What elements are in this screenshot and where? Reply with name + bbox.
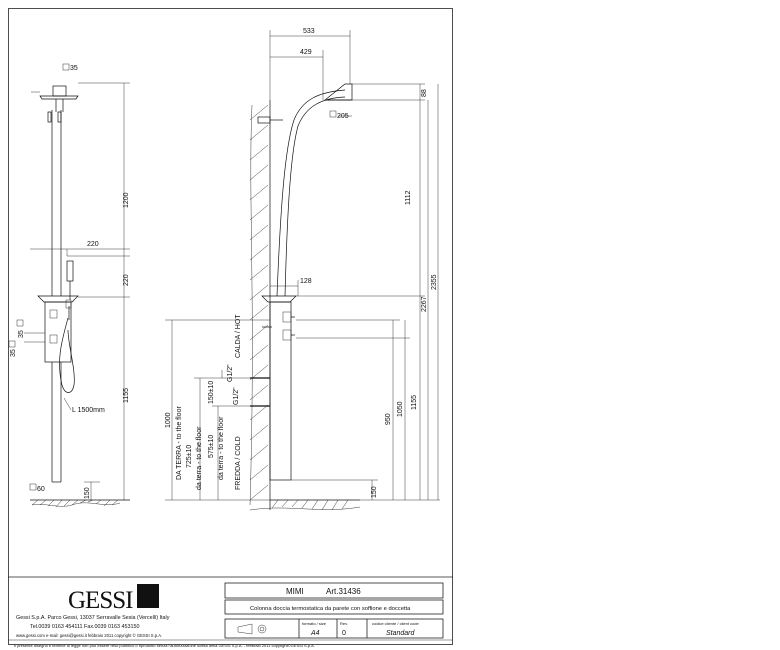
front-mixer-body — [37, 295, 79, 303]
front-handshower — [66, 260, 74, 282]
dim-front-35-b: 35 — [10, 349, 17, 357]
dim-front-35-top: 35 — [70, 65, 78, 72]
label-da-terra-3: da terra - to the floor — [218, 416, 225, 480]
gessi-logo-text: GESSI — [68, 587, 133, 614]
company-line-3: www.gessi.com e-mail: gessi@gessi.it feb… — [16, 633, 162, 638]
side-wall-bracket — [257, 116, 271, 124]
company-line-2: Tel.0039 0163 454111 Fax.0039 0163 45315… — [30, 624, 140, 630]
product-name: MIMI — [286, 587, 304, 596]
product-article: Art.31436 — [326, 587, 361, 596]
dim-side-150-10: 150±10 — [208, 381, 215, 404]
label-fredda-cold: FREDDA / COLD — [235, 436, 242, 490]
dim-front-35-a: 35 — [18, 330, 25, 338]
dim-front-220-width: 220 — [87, 241, 99, 248]
dim-front-1155: 1155 — [123, 388, 130, 403]
side-wall-hatch — [249, 104, 269, 506]
dim-side-2267: 2267 — [421, 296, 428, 312]
format-value: A4 — [310, 630, 320, 637]
dim-side-1000: 1000 — [165, 412, 172, 428]
dim-side-1155: 1155 — [411, 395, 418, 410]
dim-side-128: 128 — [300, 278, 312, 285]
dim-front-1200: 1200 — [123, 192, 130, 208]
side-mixer-body — [269, 301, 292, 481]
dim-front-hose-length: L 1500mm — [72, 407, 105, 414]
front-view: 35 1200 220 220 35 35 1155 L 1500mm 60 1… — [8, 63, 130, 508]
label-da-terra-1: DA TERRA - to the floor — [176, 406, 183, 480]
client-value: Standard — [386, 630, 416, 637]
sheet-border — [8, 8, 453, 645]
dim-side-205: 205 — [337, 113, 349, 120]
front-hose — [59, 317, 75, 393]
dim-side-429: 429 — [300, 49, 312, 56]
product-description: Colonna doccia termostatica da parete co… — [250, 606, 411, 612]
side-mixer-top — [261, 295, 297, 303]
side-shower-arm — [276, 89, 346, 297]
product-icon — [237, 623, 253, 635]
dim-front-60: 60 — [37, 486, 45, 493]
dim-side-thread-bottom: G1/2" — [233, 387, 240, 405]
front-floor-hatch — [31, 502, 121, 507]
dim-side-533: 533 — [303, 28, 315, 35]
dim-side-1112: 1112 — [405, 190, 412, 205]
dim-front-150: 150 — [84, 487, 91, 499]
client-label: codice cliente / client code — [372, 621, 419, 626]
rev-value: 0 — [342, 630, 346, 637]
gessi-logo-square — [137, 584, 159, 608]
title-block: GESSI Gessi S.p.A. Parco Gessi, 13037 Se… — [8, 582, 453, 648]
dim-side-950: 950 — [385, 413, 392, 425]
label-da-terra-2: da terra - to the floor — [196, 426, 203, 490]
rev-label: Rev. — [340, 621, 348, 626]
dim-side-725: 725±10 — [186, 445, 193, 468]
dim-side-thread-top: G1/2" — [227, 364, 234, 382]
side-view: 533 429 88 205 1112 2267 2355 128 950 10… — [165, 28, 440, 511]
dim-front-220-height: 220 — [123, 274, 130, 286]
dim-side-150: 150 — [371, 486, 378, 498]
legal-footer: Il presente disegno e termine di legge n… — [14, 643, 315, 648]
format-label: formato / size — [302, 621, 327, 626]
dim-side-575: 575±10 — [208, 435, 215, 458]
dim-side-1050: 1050 — [397, 401, 404, 417]
label-calda-hot: CALDA / HOT — [235, 314, 242, 358]
dim-side-2355: 2355 — [431, 274, 438, 290]
dim-side-88: 88 — [421, 89, 428, 97]
company-line-1: Gessi S.p.A. Parco Gessi, 13037 Serraval… — [16, 615, 170, 621]
front-head-shower — [39, 95, 79, 100]
